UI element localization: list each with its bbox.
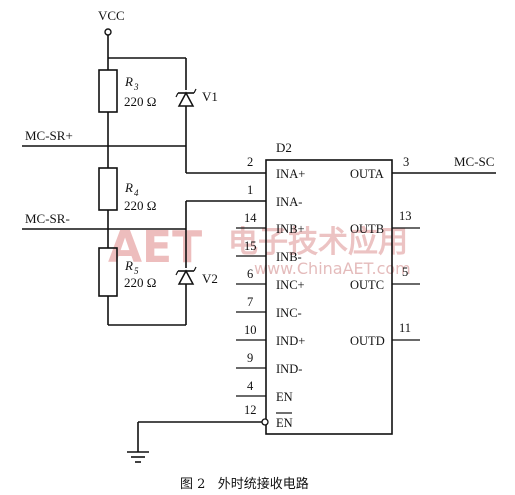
r3-sub: 3 <box>133 82 139 92</box>
pin-num-6: 6 <box>247 267 253 281</box>
pin-name-inb-minus: INB- <box>276 250 302 264</box>
r4-name: R <box>124 180 133 195</box>
right-pins: 3 13 5 11 OUTA OUTB OUTC OUTD <box>350 155 496 348</box>
watermark-url: www.ChinaAET.com <box>254 259 411 278</box>
pin-num-12: 12 <box>244 403 257 417</box>
r3-name: R <box>124 74 133 89</box>
inversion-bubble <box>261 418 269 426</box>
ground-symbol <box>127 451 149 463</box>
pin-name-outd: OUTD <box>350 334 385 348</box>
vcc-terminal <box>104 28 112 36</box>
pin-num-11: 11 <box>399 321 411 335</box>
pin-name-inb-plus: INB+ <box>276 222 305 236</box>
pin-name-outb: OUTB <box>350 222 384 236</box>
pin-name-ina-minus: INA- <box>276 195 302 209</box>
pin-num-2: 2 <box>247 155 253 169</box>
pin-num-10: 10 <box>244 323 257 337</box>
pin-name-ind-minus: IND- <box>276 362 302 376</box>
left-pins: 2 1 14 15 6 7 10 9 4 12 INA+ INA- INB+ I… <box>236 155 305 430</box>
pin-num-1: 1 <box>247 183 253 197</box>
pin-name-inc-plus: INC+ <box>276 278 305 292</box>
r5-value: 220 Ω <box>124 275 156 290</box>
pin-name-outa: OUTA <box>350 167 384 181</box>
r5-name: R <box>124 258 133 273</box>
pin-num-3: 3 <box>403 155 409 169</box>
zener-diode-v1 <box>175 88 197 107</box>
mc-sc-label: MC-SC <box>454 154 494 169</box>
pin-num-5: 5 <box>402 265 408 279</box>
vcc-label: VCC <box>98 8 125 23</box>
chip-d2-body <box>265 159 393 435</box>
mc-sr-plus-label: MC-SR+ <box>25 128 73 143</box>
r4-value: 220 Ω <box>124 198 156 213</box>
pin-name-ind-plus: IND+ <box>276 334 305 348</box>
pin-num-13: 13 <box>399 209 412 223</box>
pin-num-4: 4 <box>247 379 254 393</box>
pin-num-15: 15 <box>244 239 257 253</box>
resistor-r3 <box>98 69 118 113</box>
mc-sr-minus-label: MC-SR- <box>25 211 70 226</box>
pin-name-en: EN <box>276 390 293 404</box>
r4-sub: 4 <box>134 188 139 198</box>
r5-sub: 5 <box>134 266 139 276</box>
pin-name-ina-plus: INA+ <box>276 167 305 181</box>
resistor-r4 <box>98 167 118 211</box>
pin-name-inc-minus: INC- <box>276 306 302 320</box>
pin-name-outc: OUTC <box>350 278 384 292</box>
chip-label: D2 <box>276 140 292 155</box>
pin-num-7: 7 <box>247 295 253 309</box>
watermark-cn: 电子技术应用 <box>228 225 408 260</box>
v1-label: V1 <box>202 89 218 104</box>
pin-num-14: 14 <box>244 211 257 225</box>
pin-name-en-bar: EN <box>276 416 293 430</box>
figure-caption: 图 2 外时统接收电路 <box>180 476 309 492</box>
pin-num-9: 9 <box>247 351 253 365</box>
v2-label: V2 <box>202 271 218 286</box>
r3-value: 220 Ω <box>124 94 156 109</box>
